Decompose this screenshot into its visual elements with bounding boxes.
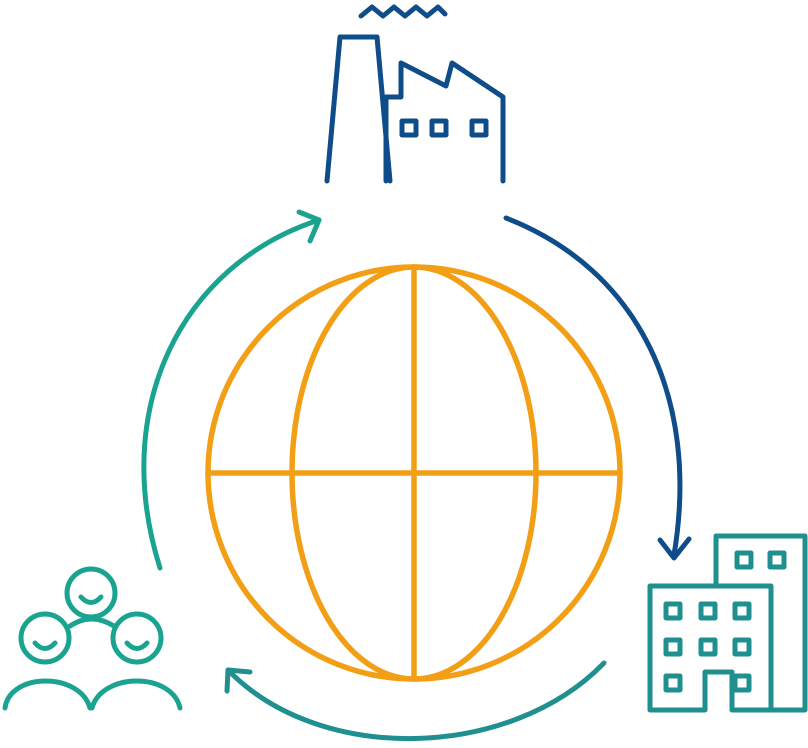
chimney <box>324 34 393 184</box>
building-window <box>663 673 683 693</box>
flow-arrow-buildings-to-people <box>224 660 607 741</box>
person-body <box>89 678 183 711</box>
smile <box>124 640 150 651</box>
building-window <box>663 637 683 657</box>
front-building <box>647 583 774 713</box>
building-window <box>698 637 718 657</box>
arc-buildings-to-people <box>225 660 607 741</box>
factory-icon <box>324 4 506 184</box>
arrowhead-left <box>224 667 253 694</box>
arrowhead-right <box>296 209 322 244</box>
smoke-wave <box>358 4 448 19</box>
building-window <box>732 637 752 657</box>
factory-building <box>383 60 506 184</box>
person-shoulders <box>67 616 117 629</box>
building-window <box>732 673 752 693</box>
people-group-icon <box>2 566 183 711</box>
flow-arrow-people-to-factory <box>141 209 322 571</box>
building-window <box>734 550 754 570</box>
building-window <box>663 601 683 621</box>
factory-window <box>469 118 489 138</box>
back-building <box>713 533 808 713</box>
flow-arrow-factory-to-buildings <box>503 215 692 561</box>
arc-factory-to-buildings <box>503 215 683 558</box>
person-head <box>110 611 164 665</box>
smile <box>78 594 104 605</box>
person-head <box>64 566 118 620</box>
factory-window <box>429 118 449 138</box>
building-window <box>698 601 718 621</box>
person-head <box>18 611 72 665</box>
factory-window <box>399 118 419 138</box>
office-buildings-icon <box>647 533 808 713</box>
building-window <box>767 550 787 570</box>
smile <box>32 640 58 651</box>
arc-people-to-factory <box>141 217 322 571</box>
arrowhead-down <box>657 536 692 561</box>
building-window <box>732 601 752 621</box>
person-body <box>2 678 93 711</box>
globe-icon <box>205 264 623 682</box>
